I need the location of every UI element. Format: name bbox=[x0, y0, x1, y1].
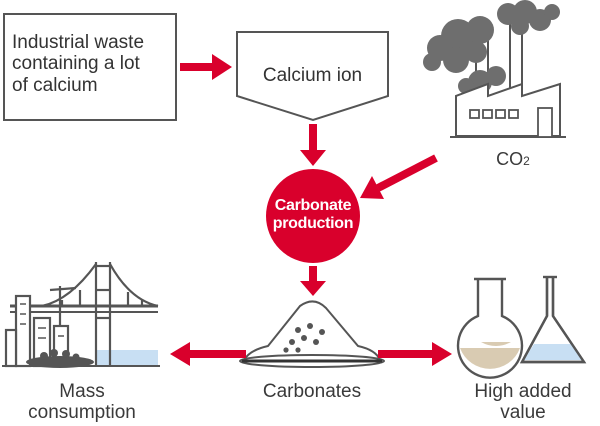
high-added-value-line-2: value bbox=[500, 401, 546, 423]
co2-label: CO2 bbox=[478, 149, 548, 170]
industrial-waste-box bbox=[3, 13, 177, 121]
carbonate-production-label: Carbonate production bbox=[266, 197, 360, 232]
co2-subscript: 2 bbox=[523, 154, 530, 168]
calcium-ion-box bbox=[236, 31, 389, 122]
mass-consumption-label: Mass consumption bbox=[2, 381, 162, 424]
rubble-pile-icon bbox=[26, 349, 94, 368]
mass-consumption-line-2: consumption bbox=[28, 401, 136, 423]
factory-icon bbox=[423, 0, 566, 138]
industrial-waste-line-3: of calcium bbox=[12, 74, 98, 96]
arrow-calcium-to-production bbox=[300, 124, 326, 166]
industrial-waste-label: Industrial waste containing a lot of cal… bbox=[12, 32, 176, 96]
high-added-value-label: High added value bbox=[448, 381, 598, 424]
carbonate-production-line-1: Carbonate bbox=[274, 197, 352, 214]
arrow-waste-to-calcium bbox=[180, 54, 232, 80]
flask-icon bbox=[456, 275, 587, 379]
industrial-waste-line-1: Industrial waste bbox=[12, 32, 145, 53]
arrow-carbonates-to-uses bbox=[170, 342, 452, 366]
powder-pile-icon bbox=[239, 300, 385, 368]
arrow-co2-to-production bbox=[360, 154, 438, 199]
carbonate-production-line-2: production bbox=[272, 214, 354, 232]
calcium-ion-label: Calcium ion bbox=[262, 65, 363, 86]
mass-consumption-line-1: Mass bbox=[59, 381, 105, 402]
carbonate-production-node bbox=[266, 169, 360, 263]
arrow-production-to-carbonates bbox=[300, 266, 326, 296]
carbonates-label: Carbonates bbox=[262, 381, 362, 402]
industrial-waste-line-2: containing a lot bbox=[12, 53, 140, 75]
bridge-icon bbox=[2, 262, 160, 368]
high-added-value-line-1: High added bbox=[474, 381, 572, 402]
co2-text: CO bbox=[496, 149, 524, 169]
